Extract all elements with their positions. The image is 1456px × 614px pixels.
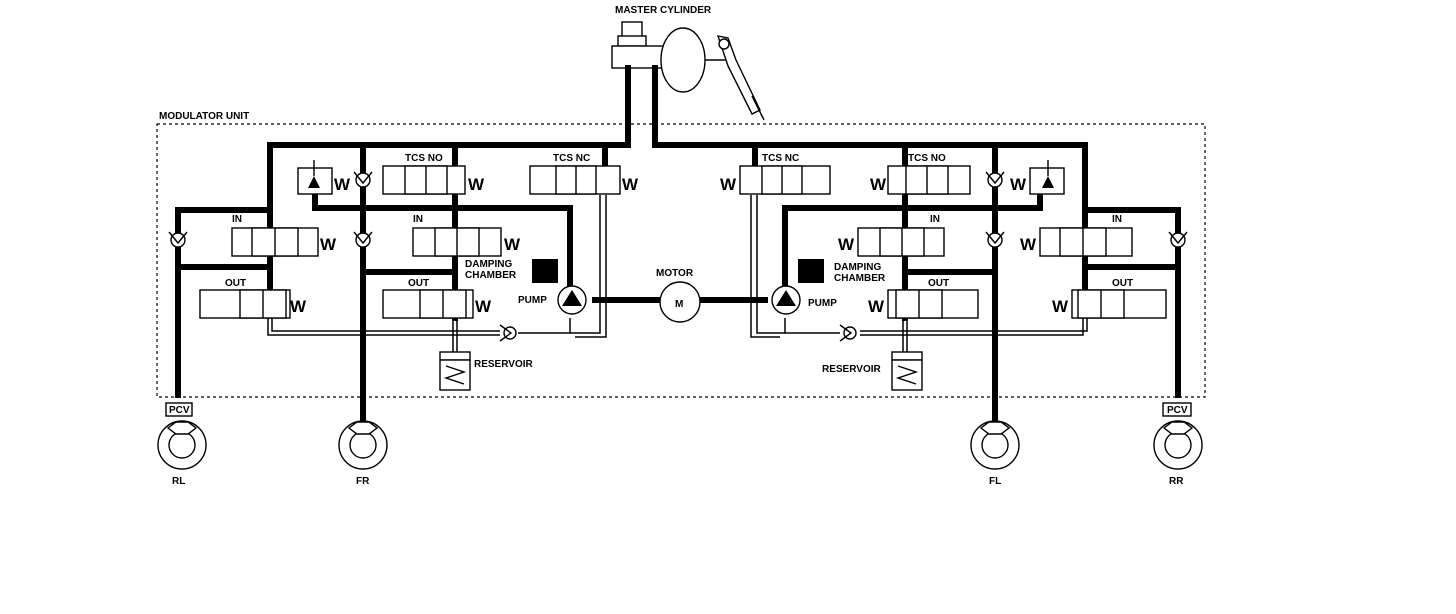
outlet-valve-rl: OUT W: [199, 278, 307, 319]
svg-text:IN: IN: [413, 214, 423, 225]
svg-text:TCS NO: TCS NO: [405, 153, 443, 164]
svg-text:IN: IN: [930, 214, 940, 225]
svg-text:W: W: [622, 175, 639, 194]
svg-text:FR: FR: [356, 476, 370, 487]
svg-text:FL: FL: [989, 476, 1001, 487]
inlet-valve-rr: IN W: [1020, 214, 1133, 257]
check-valve-fl: [985, 231, 1005, 248]
svg-text:W: W: [334, 175, 351, 194]
svg-text:W: W: [1020, 235, 1037, 254]
check-valve-rr: [1168, 231, 1188, 248]
svg-text:TCS NO: TCS NO: [908, 153, 946, 164]
svg-text:PUMP: PUMP: [518, 295, 547, 306]
wheel-brake-rr: RR: [1153, 420, 1203, 487]
tcs-nc-valve-left: TCS NC W: [529, 153, 639, 195]
svg-text:DAMPING: DAMPING: [834, 262, 881, 273]
reservoir-right: RESERVOIR: [822, 351, 923, 391]
svg-text:W: W: [475, 297, 492, 316]
svg-text:W: W: [290, 297, 307, 316]
svg-text:TCS NC: TCS NC: [762, 153, 799, 164]
return-check-valve-left: [499, 324, 517, 342]
svg-text:OUT: OUT: [225, 278, 246, 289]
svg-text:OUT: OUT: [928, 278, 949, 289]
outlet-valve-fl: OUT W: [868, 278, 979, 319]
svg-text:TCS NC: TCS NC: [553, 153, 590, 164]
pcv-rr: PCV: [1162, 402, 1192, 417]
svg-text:W: W: [838, 235, 855, 254]
svg-text:W: W: [1052, 297, 1069, 316]
svg-text:DAMPING: DAMPING: [465, 259, 512, 270]
master-cylinder-assembly: MASTER CYLINDER: [611, 5, 765, 121]
svg-text:IN: IN: [1112, 214, 1122, 225]
svg-text:W: W: [504, 235, 521, 254]
outlet-valve-fr: OUT W: [382, 278, 492, 319]
svg-text:OUT: OUT: [408, 278, 429, 289]
svg-text:OUT: OUT: [1112, 278, 1133, 289]
svg-text:IN: IN: [232, 214, 242, 225]
check-valve-top-left: [353, 171, 373, 188]
svg-text:M: M: [675, 299, 683, 310]
svg-text:W: W: [870, 175, 887, 194]
svg-text:W: W: [868, 297, 885, 316]
outlet-valve-rr: OUT W: [1052, 278, 1167, 319]
wheel-brake-rl: RL: [157, 420, 207, 487]
motor: M MOTOR: [656, 268, 701, 323]
check-valve-rl: [168, 231, 188, 248]
pressure-valve-left: W: [297, 160, 351, 195]
svg-text:RESERVOIR: RESERVOIR: [822, 364, 881, 375]
svg-text:MOTOR: MOTOR: [656, 268, 694, 279]
inlet-valve-fl: IN W: [838, 214, 945, 257]
right-return-lines: [750, 195, 1088, 352]
check-valve-top-right: [985, 171, 1005, 188]
pump-left: PUMP: [518, 285, 587, 315]
reservoir-left: RESERVOIR: [439, 351, 533, 391]
svg-text:W: W: [468, 175, 485, 194]
tcs-nc-valve-right: TCS NC W: [720, 153, 831, 195]
tcs-no-valve-left: TCS NO W: [382, 153, 485, 195]
wheel-brake-fr: FR: [338, 420, 388, 487]
modulator-unit-label: MODULATOR UNIT: [159, 111, 249, 122]
pressure-valve-right: W: [1010, 160, 1065, 195]
check-valve-fr: [353, 231, 373, 248]
damping-chamber-left: DAMPING CHAMBER: [465, 259, 558, 283]
inlet-valve-fr: IN W: [412, 214, 521, 257]
svg-text:PUMP: PUMP: [808, 298, 837, 309]
svg-text:W: W: [720, 175, 737, 194]
svg-text:RR: RR: [1169, 476, 1184, 487]
svg-text:W: W: [320, 235, 337, 254]
left-return-lines: [267, 195, 607, 352]
svg-text:PCV: PCV: [1167, 405, 1188, 416]
svg-text:PCV: PCV: [169, 405, 190, 416]
return-check-valve-right: [839, 324, 857, 342]
svg-text:W: W: [1010, 175, 1027, 194]
svg-text:CHAMBER: CHAMBER: [834, 273, 886, 284]
wheel-brake-fl: FL: [970, 420, 1020, 487]
tcs-no-valve-right: TCS NO W: [870, 153, 971, 195]
master-feed-lines: [267, 65, 1088, 148]
pump-right: PUMP: [771, 285, 837, 315]
modulator-unit-boundary: [156, 123, 1206, 398]
svg-text:CHAMBER: CHAMBER: [465, 270, 517, 281]
svg-text:RESERVOIR: RESERVOIR: [474, 359, 533, 370]
damping-chamber-right: DAMPING CHAMBER: [798, 259, 886, 284]
master-cylinder-label: MASTER CYLINDER: [615, 5, 712, 16]
svg-text:RL: RL: [172, 476, 185, 487]
pcv-rl: PCV: [165, 402, 193, 417]
inlet-valve-rl: IN W: [231, 214, 337, 257]
